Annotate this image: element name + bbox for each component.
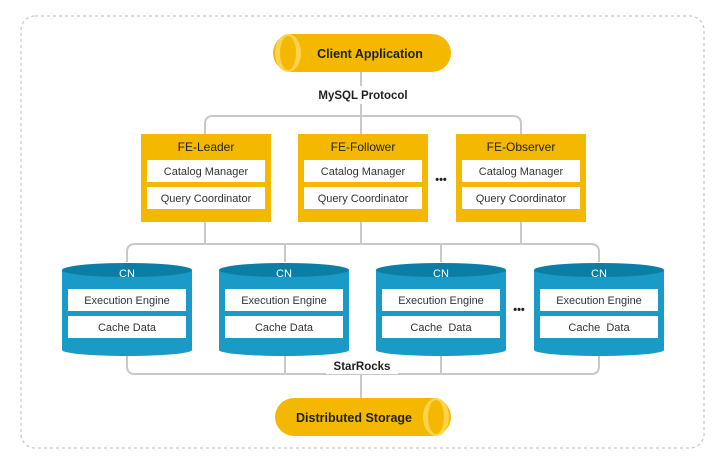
fe-node-title: FE-Follower [331,140,396,154]
outer-frame [20,15,705,449]
cn-node-1: CN Execution Engine Cache Data [62,263,192,356]
fe-node-title: FE-Observer [487,140,556,154]
catalog-manager-label: Catalog Manager [164,166,249,178]
cn-node-title: CN [433,268,449,280]
cache-data-label: Cache Data [255,322,314,334]
execution-engine-label: Execution Engine [241,295,327,307]
distributed-storage-node: Distributed Storage [275,398,451,436]
cn-node-2: CN Execution Engine Cache Data [219,263,349,356]
connector-lines [126,72,600,398]
query-coordinator-label: Query Coordinator [476,193,567,205]
cn-node-3: CN Execution Engine Cache Data [376,263,506,356]
fe-node-title: FE-Leader [178,140,235,154]
starrocks-cluster-label: StarRocks [334,361,391,373]
fe-node-observer: FE-Observer Catalog Manager Query Coordi… [456,134,586,222]
catalog-manager-label: Catalog Manager [479,166,564,178]
cn-node-title: CN [276,268,292,280]
execution-engine-label: Execution Engine [556,295,642,307]
client-application-label: Client Application [317,47,423,61]
fe-node-follower: FE-Follower Catalog Manager Query Coordi… [298,134,428,222]
fe-ellipsis: ••• [435,174,447,186]
catalog-manager-label: Catalog Manager [321,166,406,178]
cn-node-title: CN [591,268,607,280]
distributed-storage-label: Distributed Storage [296,411,412,425]
execution-engine-label: Execution Engine [398,295,484,307]
mysql-protocol-label: MySQL Protocol [318,90,407,102]
cn-ellipsis: ••• [513,304,525,316]
cache-data-label: Cache Data [98,322,157,334]
query-coordinator-label: Query Coordinator [161,193,252,205]
cn-node-title: CN [119,268,135,280]
cn-node-4: CN Execution Engine Cache Data [534,263,664,356]
client-application-node: Client Application [273,34,451,72]
cache-data-label: Cache Data [568,322,630,334]
query-coordinator-label: Query Coordinator [318,193,409,205]
execution-engine-label: Execution Engine [84,295,170,307]
cache-data-label: Cache Data [410,322,472,334]
fe-node-leader: FE-Leader Catalog Manager Query Coordina… [141,134,271,222]
